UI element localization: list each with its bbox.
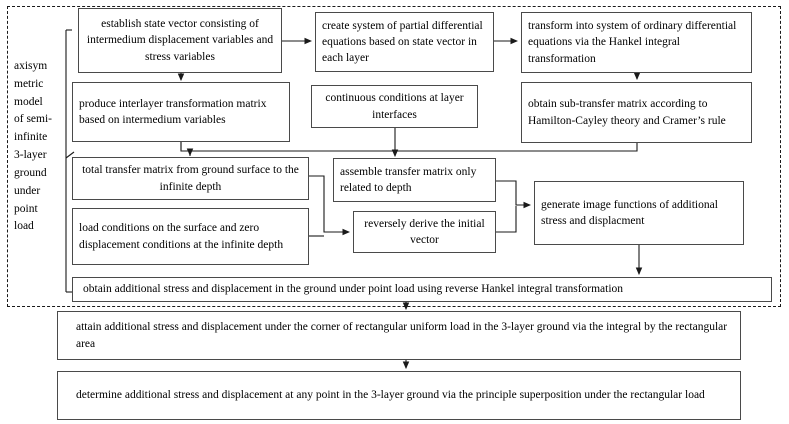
box-load-conditions[interactable]: load conditions on the surface and zero … [72, 208, 309, 265]
box-assemble-transfer-matrix[interactable]: assemble transfer matrix only related to… [333, 158, 496, 202]
box-determine-any-point[interactable]: determine additional stress and displace… [57, 371, 741, 420]
side-label-axisymmetric-model: axisym metric model of semi- infinite 3-… [14, 60, 53, 233]
box-reversely-derive[interactable]: reversely derive the initial vector [353, 211, 496, 253]
box-reversely-derive-label: reversely derive the initial vector [364, 217, 485, 246]
box-create-pde-system-label: create system of partial differential eq… [322, 19, 483, 65]
box-load-conditions-label: load conditions on the surface and zero … [79, 222, 284, 251]
box-assemble-transfer-matrix-label: assemble transfer matrix only related to… [340, 165, 477, 194]
box-establish-state-vector[interactable]: establish state vector consisting of int… [78, 8, 282, 73]
box-total-transfer-matrix-label: total transfer matrix from ground surfac… [82, 164, 299, 193]
point-load-model-group [7, 6, 781, 307]
box-determine-any-point-label: determine additional stress and displace… [76, 389, 705, 402]
box-obtain-sub-transfer[interactable]: obtain sub-transfer matrix according to … [521, 82, 752, 143]
box-obtain-additional-point-load-label: obtain additional stress and displacemen… [83, 283, 624, 296]
box-obtain-additional-point-load[interactable]: obtain additional stress and displacemen… [72, 277, 772, 302]
box-transform-hankel-label: transform into system of ordinary differ… [528, 20, 737, 65]
box-transform-hankel[interactable]: transform into system of ordinary differ… [521, 12, 752, 73]
box-generate-image-functions-label: generate image functions of additional s… [541, 198, 718, 227]
box-continuous-conditions[interactable]: continuous conditions at layer interface… [311, 85, 478, 128]
box-create-pde-system[interactable]: create system of partial differential eq… [315, 12, 494, 72]
box-total-transfer-matrix[interactable]: total transfer matrix from ground surfac… [72, 157, 309, 200]
box-produce-interlayer-matrix[interactable]: produce interlayer transformation matrix… [72, 82, 290, 142]
box-produce-interlayer-matrix-label: produce interlayer transformation matrix… [79, 97, 267, 126]
box-continuous-conditions-label: continuous conditions at layer interface… [325, 92, 464, 121]
box-attain-corner-rectangular[interactable]: attain additional stress and displacemen… [57, 311, 741, 360]
box-attain-corner-rectangular-label: attain additional stress and displacemen… [76, 321, 728, 350]
box-generate-image-functions[interactable]: generate image functions of additional s… [534, 181, 744, 245]
box-establish-state-vector-label: establish state vector consisting of int… [86, 18, 274, 63]
box-obtain-sub-transfer-label: obtain sub-transfer matrix according to … [528, 98, 726, 127]
